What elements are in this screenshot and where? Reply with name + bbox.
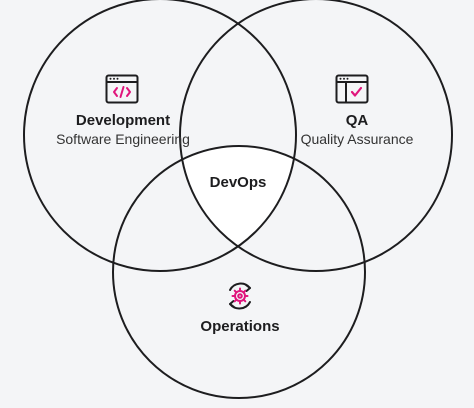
operations-circle (112, 145, 366, 399)
intersection-label: DevOps (209, 174, 267, 191)
development-subtitle: Software Engineering (56, 131, 190, 147)
checked-window-icon (335, 74, 369, 109)
qa-title: QA (345, 112, 369, 129)
gear-cycle-icon (222, 278, 258, 319)
code-window-icon (105, 74, 139, 109)
operations-title: Operations (200, 318, 280, 335)
development-circle (23, 0, 297, 272)
development-title: Development (75, 112, 171, 129)
qa-circle (179, 0, 453, 272)
qa-subtitle: Quality Assurance (300, 131, 414, 147)
